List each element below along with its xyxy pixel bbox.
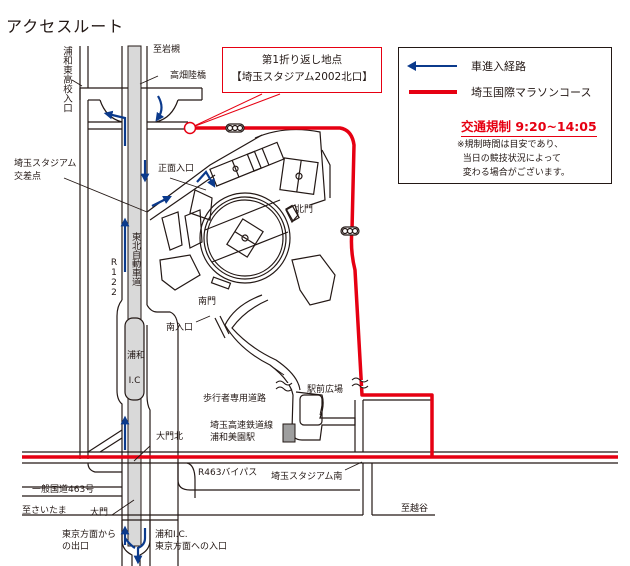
restriction-note: ※規制時間は目安であり、 当日の競技状況によって 変わる場合がございます。 [457, 140, 570, 178]
label-stadium-intersection-2: 交差点 [14, 172, 42, 182]
label-exit-from-tokyo-1: 東京方面から [62, 530, 117, 540]
label-station-2: 浦和美園駅 [210, 433, 256, 443]
label-takahata: 高畑陸橋 [170, 71, 207, 81]
station-building-icon [282, 423, 296, 443]
label-daimon-kita: 大門北 [156, 432, 184, 442]
turnaround-point-marker [183, 121, 197, 135]
traffic-restriction-time: 交通規制 9:20~14:05 [461, 116, 597, 137]
car-route-arrows [103, 95, 216, 565]
label-to-koshigaya: 至越谷 [401, 504, 429, 514]
label-r122: R122 [109, 258, 119, 298]
callout-line-2: 【埼玉スタジアム2002北口】 [231, 71, 373, 83]
label-daimon: 大門 [90, 508, 109, 518]
legend-marathon-course-label: 埼玉国際マラソンコース [471, 86, 592, 99]
legend-car-route: 車進入経路 [407, 58, 526, 74]
arrow-left-icon [407, 61, 457, 71]
page-title: アクセスルート [6, 16, 125, 36]
label-urawa-ic-1: 浦和 [127, 351, 146, 361]
label-south-entrance: 南入口 [166, 323, 194, 333]
legend-marathon-course: 埼玉国際マラソンコース [409, 84, 591, 100]
traffic-signal-icon [225, 123, 245, 133]
label-station-plaza: 駅前広場 [307, 385, 344, 395]
label-to-saitama: 至さいたま [22, 506, 67, 516]
label-urawa-higashi: 浦和東高校入口 [61, 46, 72, 113]
label-exit-from-tokyo-2: の出口 [62, 542, 90, 552]
callout-line-1: 第1折り返し地点 [261, 54, 343, 66]
turnaround-callout: 第1折り返し地点 【埼玉スタジアム2002北口】 [222, 47, 382, 93]
label-tohoku-expressway: 東北自動車道 [130, 232, 140, 286]
label-pedestrian-road: 歩行者専用道路 [203, 394, 267, 404]
road-urawa-higashi [79, 46, 89, 459]
traffic-signal-icon [340, 226, 360, 236]
label-national-road-463: 一般国道463号 [32, 485, 95, 495]
expressway-tohoku [127, 45, 142, 547]
label-south-gate: 南門 [198, 297, 217, 307]
label-urawa-ic-entry-1: 浦和I.C. [155, 530, 188, 540]
label-main-entrance: 正面入口 [158, 164, 195, 174]
red-line-icon [409, 90, 457, 94]
label-r463-bypass: R463バイパス [198, 468, 258, 478]
label-urawa-ic-2: I.C [128, 376, 141, 386]
legend-box: 車進入経路 埼玉国際マラソンコース 交通規制 9:20~14:05 ※規制時間は… [398, 47, 612, 184]
legend-car-route-label: 車進入経路 [471, 60, 526, 73]
label-station-1: 埼玉高速鉄道線 [210, 421, 274, 431]
label-stadium-intersection-1: 埼玉スタジアム [14, 159, 77, 169]
label-urawa-ic-entry-2: 東京方面への入口 [155, 542, 228, 552]
label-north-gate: 北門 [295, 205, 314, 215]
label-stadium-south: 埼玉スタジアム南 [271, 472, 343, 482]
label-iwatsuki: 至岩槻 [153, 45, 181, 55]
